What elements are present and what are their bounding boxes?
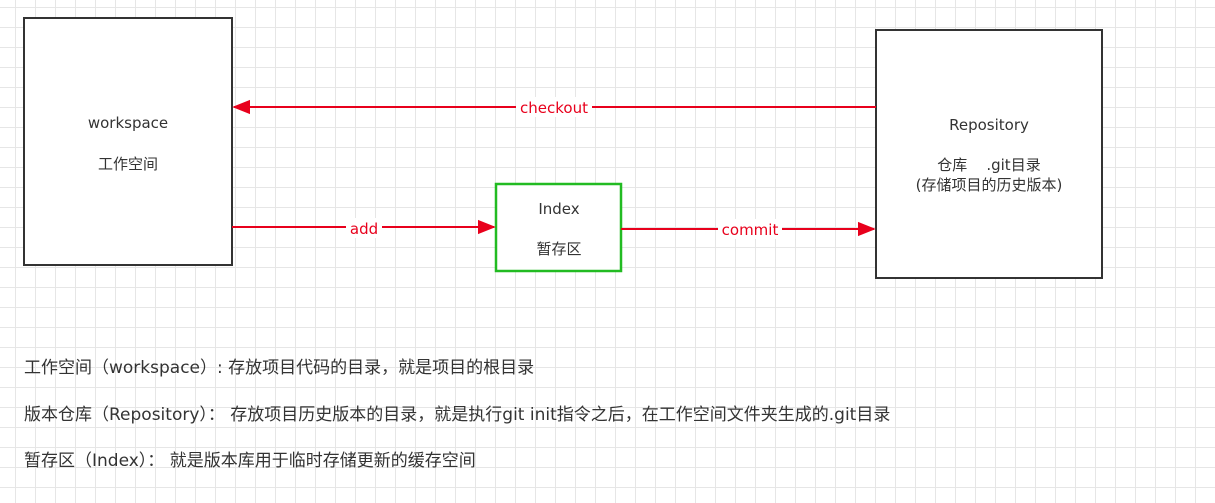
repository-subtitle: 仓库 .git目录 bbox=[937, 156, 1040, 174]
note-index: 暂存区（Index）： 就是版本库用于临时存储更新的缓存空间 bbox=[24, 451, 476, 471]
index-subtitle: 暂存区 bbox=[536, 240, 581, 258]
add-label-bg bbox=[346, 218, 382, 238]
add-edge[interactable]: add bbox=[232, 218, 496, 238]
index-title: Index bbox=[538, 200, 579, 218]
note-workspace: 工作空间（workspace）: 存放项目代码的目录，就是项目的根目录 bbox=[24, 358, 535, 378]
checkout-label: checkout bbox=[520, 99, 588, 117]
repository-node[interactable]: Repository 仓库 .git目录 (存储项目的历史版本) bbox=[875, 29, 1103, 279]
commit-label-bg bbox=[718, 219, 782, 239]
index-node[interactable]: Index 暂存区 bbox=[494, 182, 623, 273]
git-workflow-diagram: workspace 工作空间 Index 暂存区 Repository 仓库 .… bbox=[23, 17, 1103, 279]
note-repository: 版本仓库（Repository）： 存放项目历史版本的目录，就是执行git in… bbox=[24, 405, 891, 425]
repository-title: Repository bbox=[949, 116, 1029, 134]
repository-box bbox=[875, 29, 1103, 279]
workspace-box bbox=[23, 17, 233, 266]
add-label: add bbox=[350, 220, 378, 238]
checkout-edge[interactable]: checkout bbox=[232, 97, 876, 117]
commit-label: commit bbox=[722, 221, 779, 239]
workspace-title: workspace bbox=[88, 114, 168, 132]
workspace-subtitle: 工作空间 bbox=[98, 155, 158, 173]
checkout-label-bg bbox=[516, 97, 592, 117]
repository-note: (存储项目的历史版本) bbox=[916, 176, 1063, 194]
workspace-node[interactable]: workspace 工作空间 bbox=[23, 17, 233, 266]
index-box bbox=[494, 182, 623, 273]
commit-edge[interactable]: commit bbox=[621, 219, 876, 239]
